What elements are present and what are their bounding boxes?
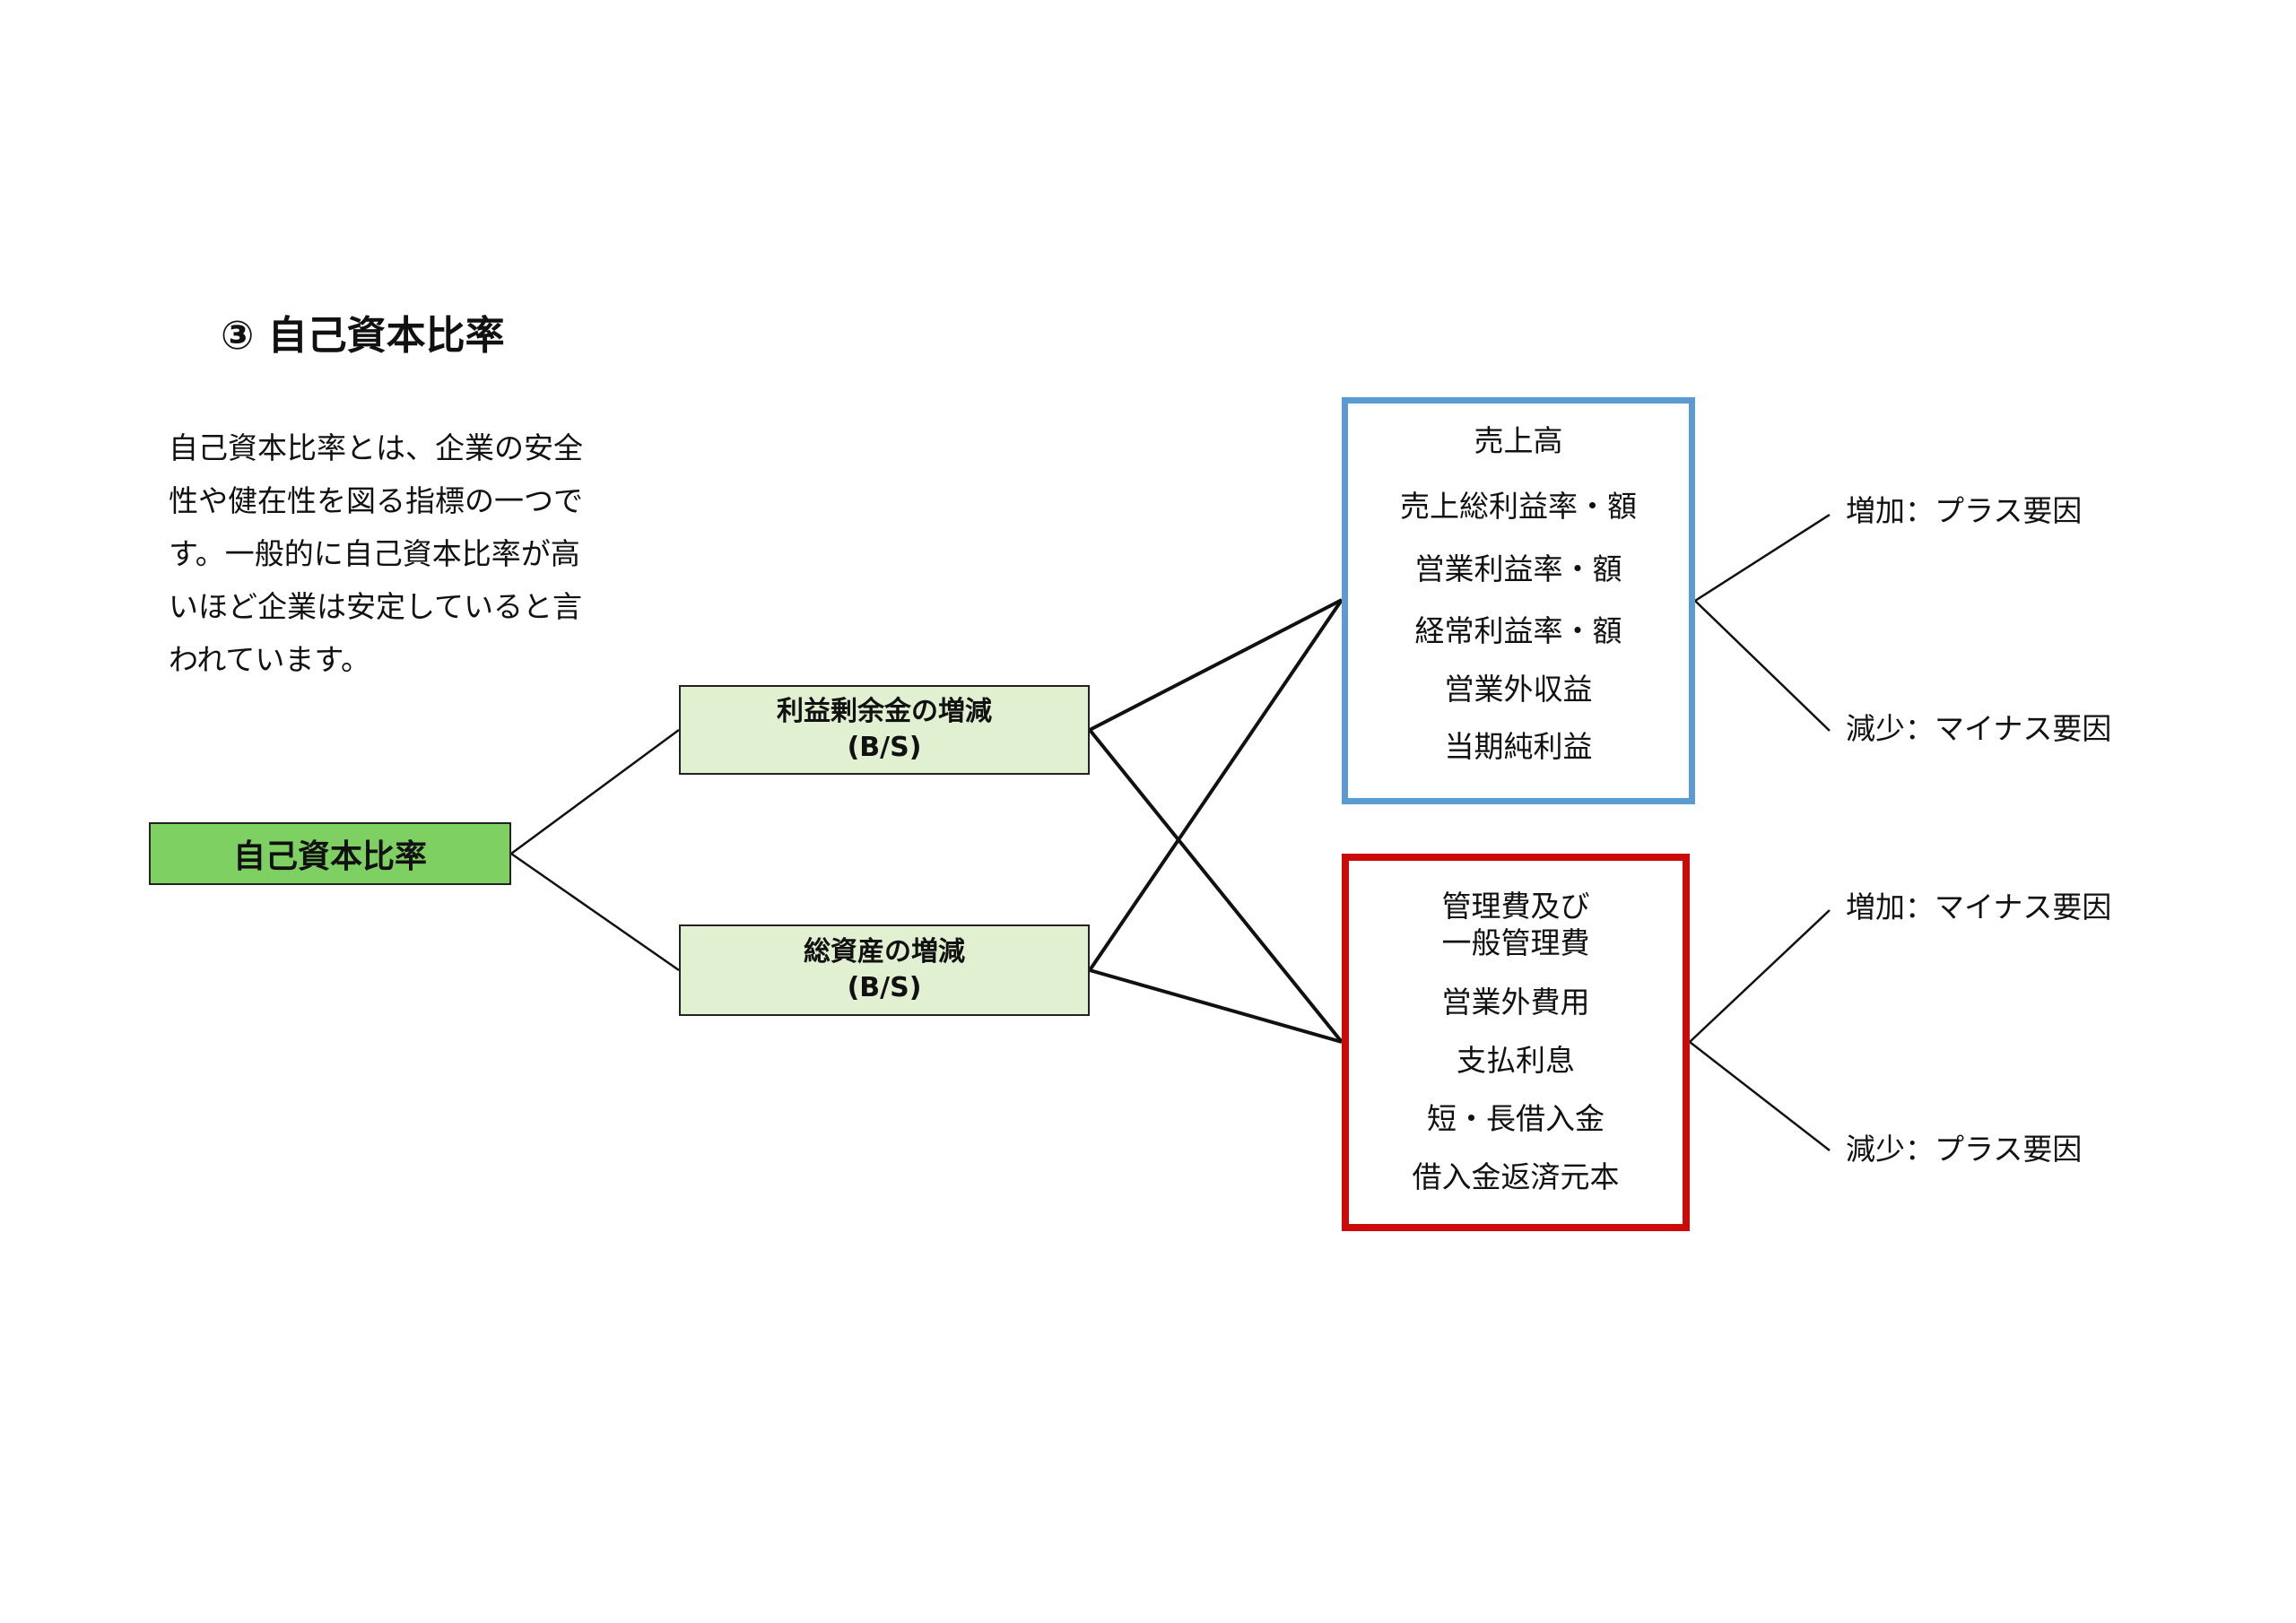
connector-retained-earnings-to-red	[1088, 728, 1344, 1044]
root-node-equity-ratio: 自己資本比率	[149, 822, 511, 885]
connector-retained-earnings-to-blue	[1089, 598, 1343, 732]
description-line: 性や健在性を図る指標の一つで	[169, 483, 583, 518]
cost-item: 一般管理費	[1441, 925, 1590, 960]
effect-label: 増加：プラス要因	[1846, 493, 2083, 528]
root-node-label: 自己資本比率	[232, 838, 427, 875]
node-retained-earnings: 利益剰余金の増減 (B/S)	[679, 685, 1090, 775]
cost-item: 借入金返済元本	[1412, 1159, 1620, 1194]
description-line: す。一般的に自己資本比率が高	[169, 536, 580, 571]
cost-item: 短・長借入金	[1427, 1101, 1605, 1136]
connector-red-to-increase	[1689, 909, 1831, 1043]
profit-item: 売上総利益率・額	[1400, 489, 1637, 524]
description-line: いほど企業は安定していると言	[169, 589, 583, 624]
description-line: 自己資本比率とは、企業の安全	[169, 430, 583, 465]
profit-items-box: 売上高 売上総利益率・額 営業利益率・額 経常利益率・額 営業外収益 当期純利益	[1342, 397, 1695, 804]
cost-item: 営業外費用	[1441, 985, 1590, 1020]
node-label: 総資産の増減	[804, 936, 965, 968]
node-total-assets: 総資産の増減 (B/S)	[679, 924, 1090, 1016]
effect-label: 減少：プラス要因	[1846, 1132, 2083, 1167]
effect-label: 減少：マイナス要因	[1846, 711, 2112, 746]
connector-root-to-total-assets	[510, 852, 680, 972]
cost-item: 管理費及び	[1441, 889, 1590, 924]
node-sublabel: (B/S)	[847, 732, 922, 763]
connector-total-assets-to-red	[1089, 968, 1343, 1044]
connector-red-to-decrease	[1689, 1041, 1831, 1151]
connector-blue-to-increase	[1694, 513, 1831, 603]
connector-blue-to-decrease	[1694, 600, 1831, 732]
description-text: 自己資本比率とは、企業の安全 性や健在性を図る指標の一つで す。一般的に自己資本…	[169, 421, 608, 686]
node-sublabel: (B/S)	[847, 972, 922, 1003]
node-label: 利益剰余金の増減	[777, 696, 992, 727]
profit-item: 売上高	[1474, 423, 1563, 458]
cost-item: 支払利息	[1457, 1043, 1575, 1078]
effect-label: 増加：マイナス要因	[1846, 890, 2112, 924]
description-line: われています。	[169, 642, 371, 677]
cost-items-box: 管理費及び 一般管理費 営業外費用 支払利息 短・長借入金 借入金返済元本	[1342, 854, 1690, 1231]
connector-total-assets-to-blue	[1088, 598, 1344, 972]
profit-item: 当期純利益	[1444, 729, 1593, 764]
profit-item: 経常利益率・額	[1414, 613, 1622, 648]
profit-item: 営業利益率・額	[1414, 551, 1622, 586]
connector-root-to-retained-earnings	[510, 728, 680, 855]
profit-item: 営業外収益	[1444, 672, 1593, 707]
page-title: ③ 自己資本比率	[221, 313, 505, 359]
